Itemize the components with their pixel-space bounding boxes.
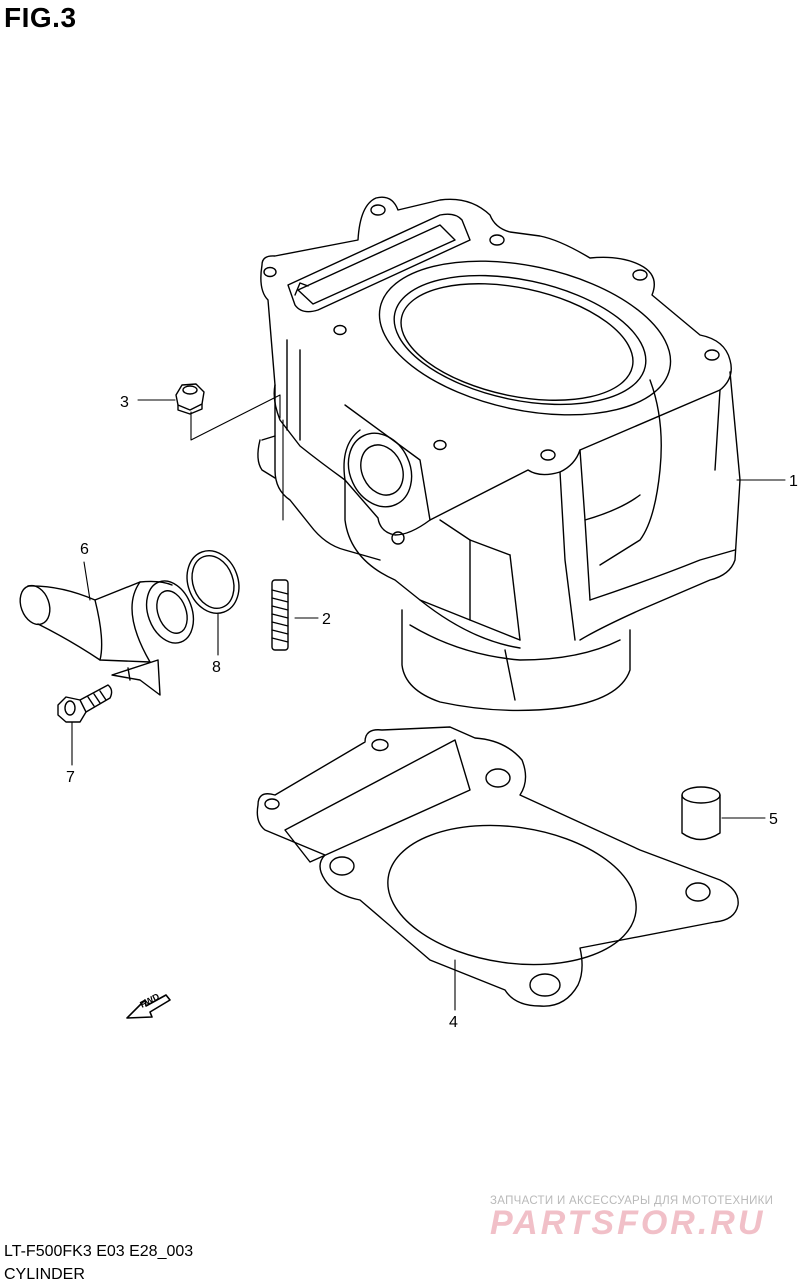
- model-code: LT-F500FK3 E03 E28_003: [4, 1243, 194, 1260]
- watermark-brand-logo: PARTSFOR.RU: [490, 1204, 766, 1242]
- figure-caption: CYLINDER: [4, 1266, 85, 1283]
- part-dowel-pin[interactable]: [681, 786, 721, 841]
- callout-8: 8: [212, 659, 221, 676]
- callout-7: 7: [66, 769, 75, 786]
- part-stud[interactable]: [271, 579, 289, 651]
- callout-1: 1: [789, 473, 798, 490]
- forward-arrow-icon: FWD: [126, 991, 171, 1019]
- part-nut[interactable]: [175, 383, 205, 415]
- part-cylinder-gasket[interactable]: [256, 726, 739, 1007]
- watermark-tagline: ЗАПЧАСТИ И АКСЕССУАРЫ ДЛЯ МОТОТЕХНИКИ: [490, 1195, 774, 1207]
- callout-3: 3: [120, 394, 129, 411]
- leader-lines: [71, 394, 786, 1011]
- part-o-ring[interactable]: [179, 543, 248, 620]
- part-bolt[interactable]: [57, 684, 113, 723]
- callout-5: 5: [769, 811, 778, 828]
- figure-title: FIG.3: [4, 2, 77, 33]
- callout-2: 2: [322, 611, 331, 628]
- part-cylinder[interactable]: [257, 196, 741, 712]
- callout-4: 4: [449, 1014, 458, 1031]
- part-water-inlet-pipe[interactable]: [15, 574, 202, 696]
- callout-6: 6: [80, 541, 89, 558]
